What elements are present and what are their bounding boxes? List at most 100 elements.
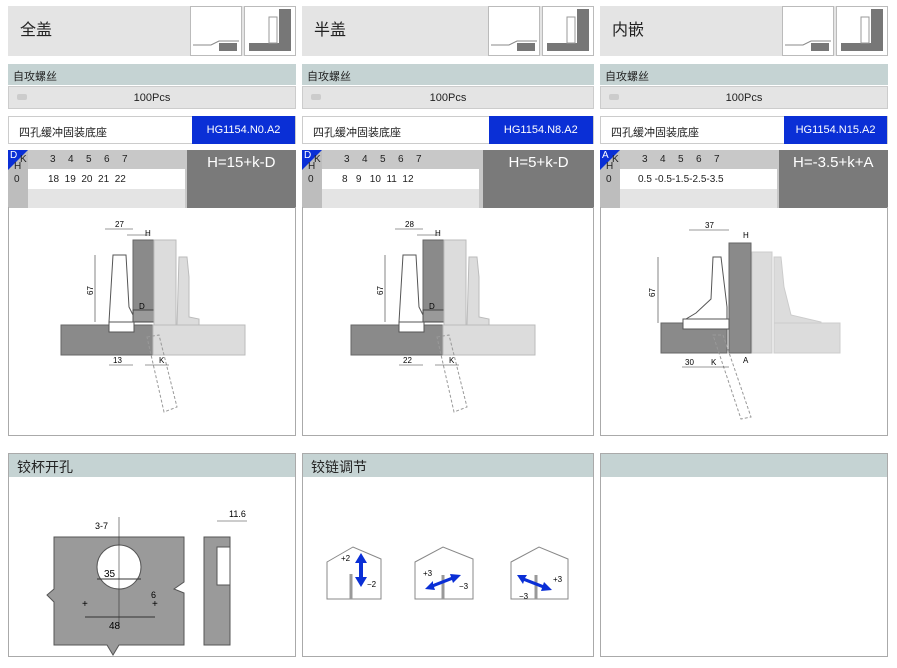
cup-diameter: 35: [104, 569, 116, 580]
adjust-side-plus: +3: [423, 569, 433, 578]
corner-label: A: [602, 150, 609, 161]
cup-spacing: 48: [109, 621, 121, 632]
k-value: 5: [86, 154, 92, 165]
k-header: K: [20, 154, 27, 165]
hinge-closed-thumbnail: [244, 6, 296, 56]
k-header: K: [314, 154, 321, 165]
adjust-side-minus: −3: [459, 582, 469, 591]
row-label: 0: [14, 174, 20, 185]
cup-thickness: 11.6: [229, 509, 246, 519]
k-value: 3: [642, 154, 648, 165]
overlay-type-title: 半盖: [314, 22, 347, 39]
dim-h: H: [743, 231, 749, 240]
mounting-plate-label: 四孔缓冲固装底座: [611, 127, 699, 139]
installation-drawing: 28 H 67 D 22 K: [302, 207, 594, 436]
formula: H=5+k-D: [483, 150, 594, 208]
cup-drilling-panel: 铰杯开孔 35 3-7 + + 48 6 11.6: [8, 453, 296, 657]
k-value: 7: [714, 154, 720, 165]
adjust-depth-minus: −3: [519, 592, 529, 601]
svg-text:+: +: [152, 599, 158, 610]
k-value: 3: [344, 154, 350, 165]
adjust-vertical-plus: +2: [341, 554, 351, 563]
empty-panel: [600, 453, 888, 657]
dim-h: H: [435, 229, 441, 238]
screw-icon: [311, 94, 321, 100]
h-header: H: [14, 161, 22, 172]
overlay-type-title: 全盖: [20, 22, 53, 39]
h-values: 18 19 20 21 22: [48, 174, 126, 185]
k-value: 5: [380, 154, 386, 165]
screw-icon: [609, 94, 619, 100]
dim-width: 37: [705, 221, 714, 230]
h-values: 0.5 -0.5-1.5-2.5-3.5: [638, 174, 724, 185]
overlay-type-header: 全盖: [8, 6, 296, 56]
quantity: 100Pcs: [429, 92, 467, 104]
quantity-row: 100Pcs: [8, 86, 296, 109]
quantity: 100Pcs: [133, 92, 171, 104]
dim-d: D: [429, 302, 435, 311]
hinge-closed-thumbnail: [836, 6, 888, 56]
quantity-row: 100Pcs: [302, 86, 594, 109]
dim-a: A: [743, 356, 749, 365]
cup-offset: 6: [151, 590, 156, 600]
formula: H=-3.5+k+A: [778, 150, 888, 208]
adjust-vertical-minus: −2: [367, 580, 377, 589]
cup-drilling-diagram: 35 3-7 + + 48 6 11.6: [46, 509, 247, 656]
dim-offset: 30: [685, 358, 694, 367]
screw-type-label: 自攻螺丝: [302, 64, 594, 85]
product-code: HG1154.N0.A2: [192, 116, 295, 144]
adjust-depth-plus: +3: [553, 575, 563, 584]
dim-k: K: [711, 358, 717, 367]
dim-d: D: [139, 302, 145, 311]
hinge-open-thumbnail: [190, 6, 242, 56]
mounting-plate-row: 四孔缓冲固装底座 HG1154.N8.A2: [302, 116, 594, 144]
dim-height: 67: [376, 286, 385, 295]
mounting-plate-row: 四孔缓冲固装底座 HG1154.N0.A2: [8, 116, 296, 144]
svg-text:+: +: [82, 599, 88, 610]
k-value: 7: [416, 154, 422, 165]
k-value: 6: [104, 154, 110, 165]
k-value: 3: [50, 154, 56, 165]
h-values: 8 9 10 11 12: [342, 174, 414, 185]
screw-type-label: 自攻螺丝: [8, 64, 296, 85]
k-value: 4: [660, 154, 666, 165]
k-value: 6: [398, 154, 404, 165]
dim-width: 27: [115, 220, 124, 229]
adjustment-diagram: +2 −2 +3 −3 +3 −3: [326, 546, 569, 601]
k-header: K: [612, 154, 619, 165]
dim-k: K: [159, 356, 165, 365]
dim-height: 67: [86, 286, 95, 295]
mounting-plate-label: 四孔缓冲固装底座: [19, 127, 107, 139]
dim-width: 28: [405, 220, 414, 229]
product-code: HG1154.N15.A2: [784, 116, 887, 144]
hinge-open-thumbnail: [782, 6, 834, 56]
mounting-plate-label: 四孔缓冲固装底座: [313, 127, 401, 139]
corner-label: D: [304, 150, 312, 161]
h-header: H: [308, 161, 316, 172]
hinge-open-thumbnail: [488, 6, 540, 56]
installation-drawing: 27 H 67 D 13 K: [8, 207, 296, 436]
screw-icon: [17, 94, 27, 100]
row-label: 0: [606, 174, 612, 185]
quantity: 100Pcs: [725, 92, 763, 104]
dim-height: 67: [648, 288, 657, 297]
formula: H=15+k-D: [186, 150, 296, 208]
dim-k: K: [449, 356, 455, 365]
screw-type-label: 自攻螺丝: [600, 64, 888, 85]
product-code: HG1154.N8.A2: [488, 116, 593, 144]
overlay-type-header: 半盖: [302, 6, 594, 56]
overlay-type-title: 内嵌: [612, 22, 645, 39]
hinge-closed-thumbnail: [542, 6, 594, 56]
overlay-type-header: 内嵌: [600, 6, 888, 56]
dim-offset: 13: [113, 356, 122, 365]
panel-title: 铰杯开孔: [9, 454, 295, 477]
k-value: 6: [696, 154, 702, 165]
cup-depth: 3-7: [95, 521, 108, 531]
h-header: H: [606, 161, 614, 172]
k-value: 7: [122, 154, 128, 165]
panel-title: 铰链调节: [303, 454, 593, 477]
mounting-plate-row: 四孔缓冲固装底座 HG1154.N15.A2: [600, 116, 888, 144]
